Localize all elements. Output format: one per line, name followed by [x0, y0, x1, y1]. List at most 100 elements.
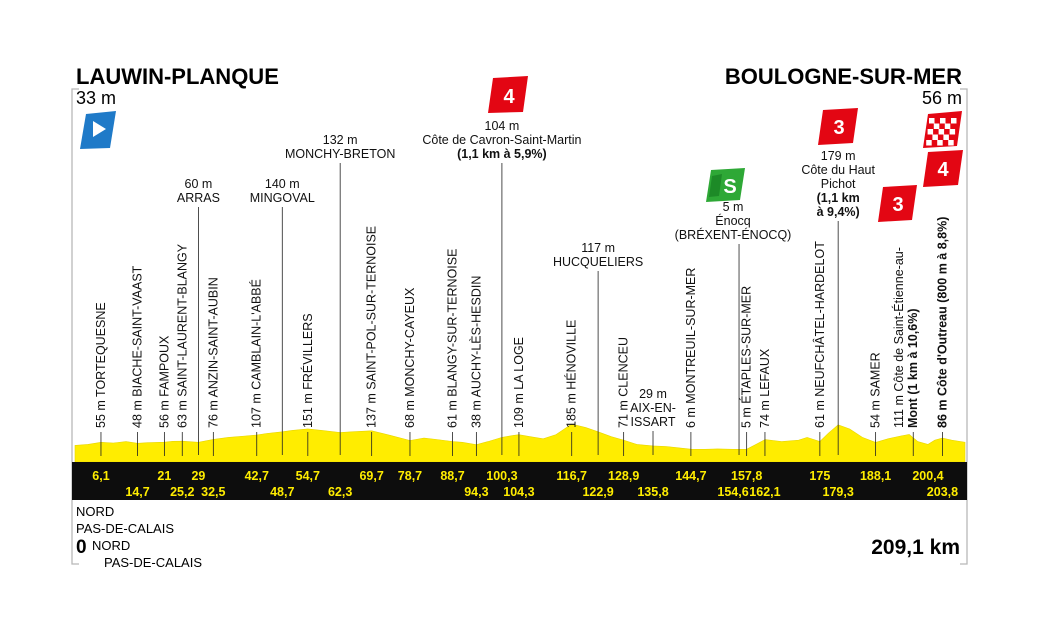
- place-label-horizontal: Côte du Haut: [801, 163, 875, 177]
- place-label: 54 m SAMER: [869, 352, 883, 428]
- km-marker-lower: 62,3: [328, 485, 352, 499]
- place-label: 151 m FRÉVILLERS: [300, 313, 315, 428]
- place-label: 5 m ÉTAPLES-SUR-MER: [739, 286, 754, 428]
- total-distance: 209,1 km: [871, 536, 960, 559]
- place-vertical-labels: 55 m TORTEQUESNE 48 m BIACHE-SAINT-VAAST 5…: [94, 217, 949, 428]
- place-label: 71 m CLENCEU: [617, 337, 631, 428]
- km-marker-lower: 94,3: [464, 485, 488, 499]
- finish-flag-square: [943, 134, 949, 140]
- climb-badge-outreau-text: 4: [937, 159, 949, 181]
- km-marker-lower: 25,2: [170, 485, 194, 499]
- km-marker-upper: 88,7: [440, 469, 464, 483]
- km-marker-lower: 135,8: [637, 485, 668, 499]
- climb-label-saint-etienne-line1: 111 m Côte de Saint-Étienne-au-: [891, 247, 906, 428]
- km-marker-lower: 104,3: [503, 485, 534, 499]
- place-label-horizontal: MINGOVAL: [250, 191, 315, 205]
- finish-flag-square: [944, 123, 951, 129]
- place-label-horizontal: 117 m: [581, 241, 615, 255]
- climb-badge-cavron-text: 4: [503, 86, 515, 108]
- km-marker-lower: 154,6: [717, 485, 748, 499]
- place-label: 61 m NEUFCHÂTEL-HARDELOT: [812, 241, 827, 428]
- place-label-horizontal: 104 m: [485, 119, 520, 133]
- km-marker-upper: 69,7: [359, 469, 383, 483]
- start-flag-icon: [80, 111, 116, 149]
- place-label-horizontal: 29 m: [639, 387, 667, 401]
- climb-badge-saint-etienne: 3: [878, 185, 917, 222]
- place-label-horizontal: (1,1 km: [817, 191, 860, 205]
- km-marker-upper: 42,7: [245, 469, 269, 483]
- place-label-horizontal: AIX-EN-: [630, 401, 676, 415]
- km-marker-upper: 78,7: [398, 469, 422, 483]
- climb-badge-cavron: 4: [488, 76, 528, 113]
- place-leader-lines: [100, 163, 943, 456]
- km-marker-upper: 200,4: [912, 469, 943, 483]
- place-label: 107 m CAMBLAIN-L'ABBÉ: [249, 279, 264, 428]
- region-label-1: NORD: [76, 504, 114, 519]
- place-label-horizontal: (1,1 km à 5,9%): [457, 147, 547, 161]
- finish-flag-square: [927, 129, 934, 135]
- place-label: 56 m FAMPOUX: [157, 335, 171, 428]
- finish-flag-square: [932, 134, 938, 140]
- km-marker-upper: 29: [191, 469, 205, 483]
- place-label-horizontal: HUCQUELIERS: [553, 255, 643, 269]
- place-label-horizontal: 5 m: [723, 200, 744, 214]
- place-label: 61 m BLANGY-SUR-TERNOISE: [446, 249, 460, 428]
- finish-flag-square: [940, 118, 946, 124]
- km-marker-upper: 157,8: [731, 469, 762, 483]
- km-marker-lower: 14,7: [125, 485, 149, 499]
- km-marker-lower: 32,5: [201, 485, 225, 499]
- km-marker-labels: 6,1 21 29 42,7 54,7 69,7 78,7 88,7 100,3 116,7 128…: [92, 469, 958, 499]
- region-label-4: PAS-DE-CALAIS: [104, 555, 202, 570]
- km-marker-upper: 6,1: [92, 469, 109, 483]
- km-marker-upper: 116,7: [556, 469, 587, 483]
- finish-flag-square: [938, 129, 945, 135]
- km-marker-lower: 179,3: [823, 485, 854, 499]
- place-label-horizontal: (BRÉXENT-ÉNOCQ): [675, 227, 792, 242]
- finish-flag-square: [951, 118, 957, 124]
- finish-flag-square: [933, 123, 940, 129]
- place-label: 74 m LEFAUX: [758, 348, 772, 428]
- place-label-horizontal: Pichot: [821, 177, 856, 191]
- place-label: 185 m HÉNOVILLE: [564, 320, 579, 428]
- place-label-horizontal: MONCHY-BRETON: [285, 147, 395, 161]
- km-marker-upper: 144,7: [675, 469, 706, 483]
- place-label: 48 m BIACHE-SAINT-VAAST: [131, 265, 145, 428]
- place-label: 76 m ANZIN-SAINT-AUBIN: [206, 277, 220, 428]
- place-label: 6 m MONTREUIL-SUR-MER: [684, 268, 698, 428]
- place-label-horizontal: 60 m: [185, 177, 213, 191]
- region-label-2: PAS-DE-CALAIS: [76, 521, 174, 536]
- place-label-horizontal: ARRAS: [177, 191, 220, 205]
- place-label: 55 m TORTEQUESNE: [94, 302, 108, 428]
- km-marker-upper: 54,7: [296, 469, 320, 483]
- finish-flag-square: [929, 118, 935, 124]
- km-marker-upper: 188,1: [860, 469, 891, 483]
- km-marker-upper: 100,3: [486, 469, 517, 483]
- km-marker-lower: 162,1: [749, 485, 780, 499]
- climb-label-outreau: 86 m Côte d'Outreau (800 m à 8,8%): [935, 217, 949, 428]
- km-marker-lower: 203,8: [927, 485, 958, 499]
- sprint-badge-enocq: S: [706, 168, 745, 202]
- climb-badge-haut-pichot: 3: [818, 108, 858, 145]
- start-town: LAUWIN-PLANQUE: [76, 64, 279, 89]
- climb-badge-haut-pichot-text: 3: [833, 117, 844, 139]
- place-label-horizontal: 140 m: [265, 177, 300, 191]
- km-marker-upper: 175: [809, 469, 830, 483]
- region-label-3: NORD: [92, 538, 130, 553]
- finish-flag-square: [926, 140, 932, 146]
- place-label: 137 m SAINT-POL-SUR-TERNOISE: [365, 226, 379, 428]
- km-marker-upper: 128,9: [608, 469, 639, 483]
- zero-km-label: 0: [76, 537, 87, 558]
- finish-flag-square: [949, 129, 956, 135]
- place-label: 63 m SAINT-LAURENT-BLANGY: [175, 243, 189, 428]
- finish-chequered-flag-icon: [923, 111, 962, 148]
- place-label-horizontal: ISSART: [631, 415, 676, 429]
- kilometre-bar: [72, 462, 967, 500]
- km-marker-upper: 21: [157, 469, 171, 483]
- finish-flag-square: [937, 140, 943, 146]
- place-label-horizontal: Énocq: [715, 213, 750, 228]
- place-label: 68 m MONCHY-CAYEUX: [403, 287, 417, 428]
- start-altitude: 33 m: [76, 88, 116, 108]
- place-label-horizontal: Côte de Cavron-Saint-Martin: [422, 133, 581, 147]
- climb-badge-saint-etienne-text: 3: [892, 194, 903, 216]
